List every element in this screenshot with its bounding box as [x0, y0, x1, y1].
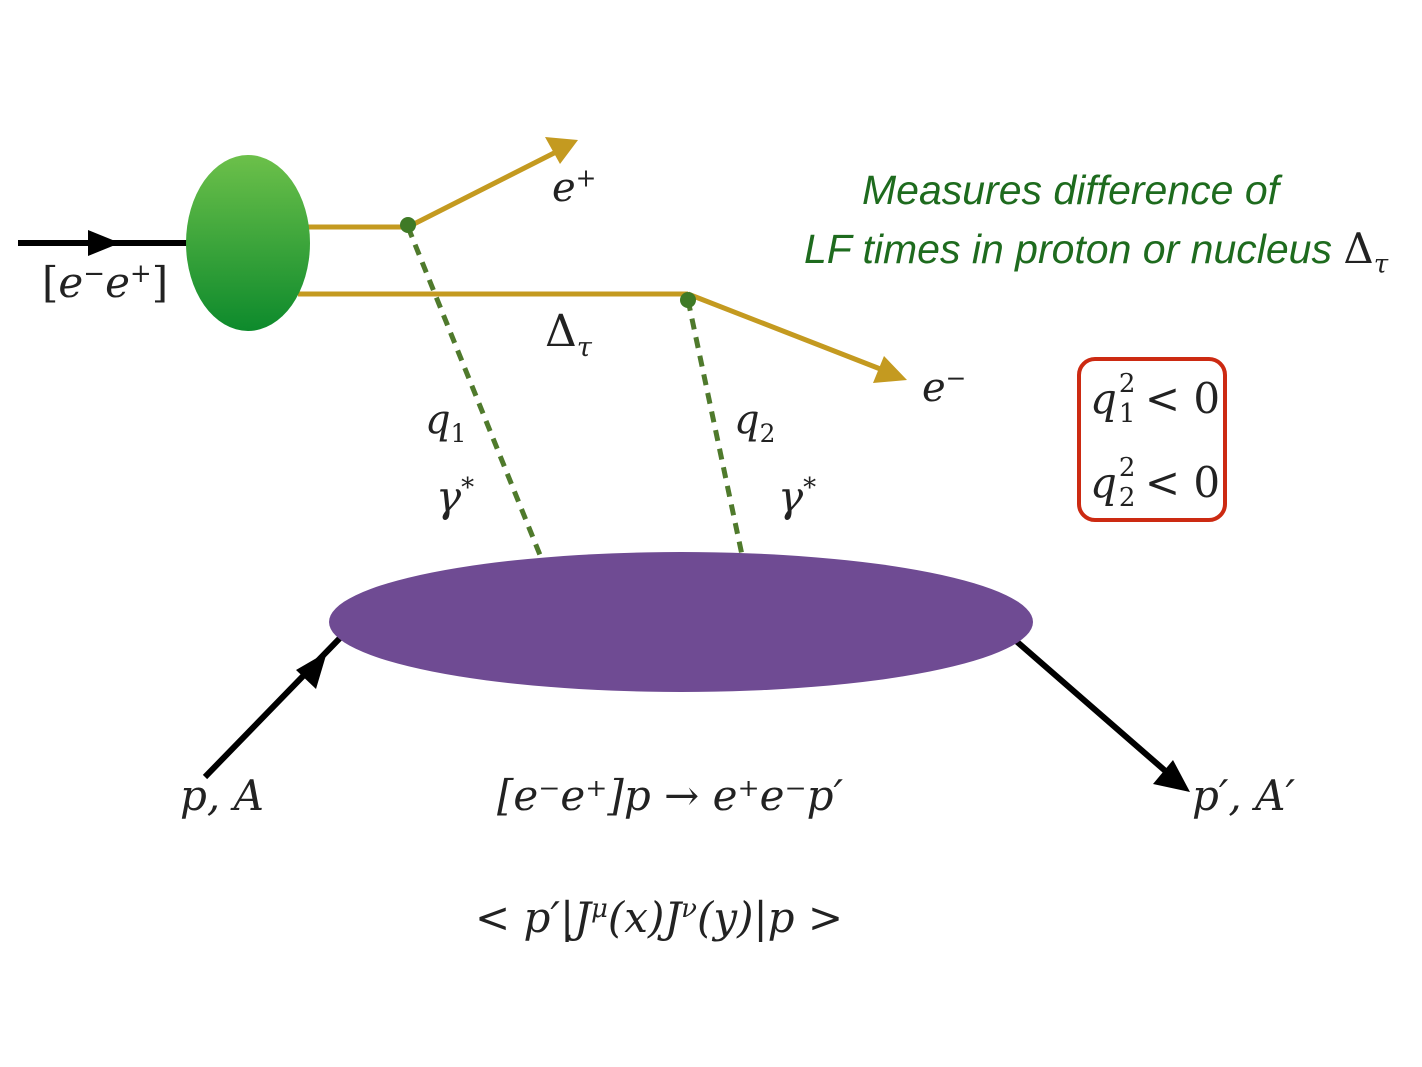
electron-label: e−	[922, 363, 967, 411]
outgoing-target-arrowhead	[1153, 760, 1190, 792]
incoming-arrowhead	[88, 230, 120, 256]
q2-label: q2	[734, 397, 776, 448]
positron-outgoing-line	[406, 147, 562, 230]
matrix-element-label: < p′|Jμ(x)Jν(y)|p >	[475, 893, 844, 942]
constraint-box	[1077, 357, 1227, 522]
outgoing-target-label: p′, A′	[1192, 771, 1295, 820]
electron-outgoing-line	[687, 291, 889, 375]
electron-arrowhead	[873, 356, 907, 383]
photon-line-q1	[405, 226, 543, 556]
bound-state-blob	[186, 155, 310, 331]
positron-arrowhead	[545, 137, 578, 164]
annotation-delta-tau: Δτ	[1343, 224, 1389, 280]
delta-tau-label: Δτ	[545, 306, 592, 363]
annotation-line-2: LF times in proton or nucleus Δτ	[804, 226, 1388, 278]
vertex-q2	[680, 292, 696, 308]
gamma-star-label-1: γ*	[436, 472, 475, 521]
positron-label: e+	[552, 163, 597, 211]
outgoing-target-line	[1013, 637, 1172, 778]
gamma-star-label-2: γ*	[778, 472, 817, 521]
reaction-label: [e⁻e⁺]p → e⁺e⁻p′	[497, 771, 844, 820]
q1-label: q1	[425, 397, 467, 448]
bound-state-label: [e−e+]	[42, 258, 169, 307]
vertex-q1	[400, 217, 416, 233]
target-blob	[329, 552, 1033, 692]
incoming-target-arrowhead	[296, 652, 327, 689]
annotation-line-1: Measures difference of	[862, 167, 1280, 213]
photon-line-q2	[685, 299, 745, 556]
annotation-line-2-text: LF times in proton or nucleus	[804, 226, 1332, 272]
incoming-target-label: p, A	[180, 771, 264, 820]
